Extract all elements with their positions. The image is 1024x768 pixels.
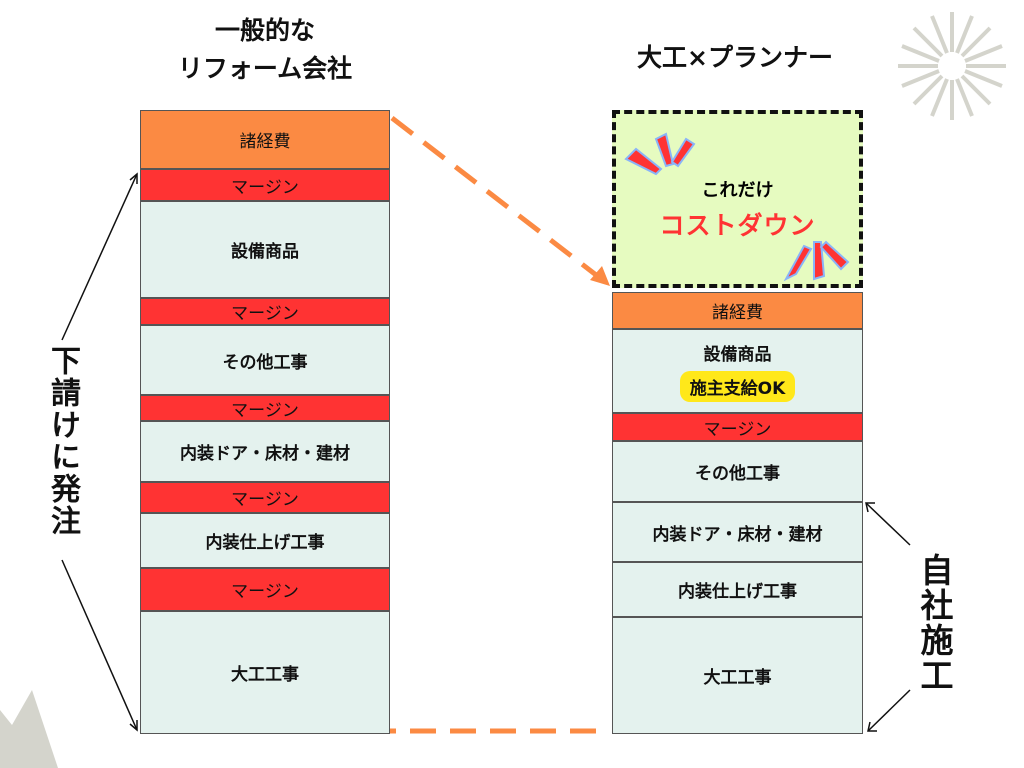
right-block-equipment: 設備商品 施主支給OK <box>612 329 863 413</box>
in-house-label: 自社施工 <box>915 553 954 693</box>
sunburst-decoration <box>898 12 1006 120</box>
right-block-other-work: その他工事 <box>612 441 863 502</box>
right-block-expenses: 諸経費 <box>612 292 863 329</box>
right-block-interior-finish: 内装仕上げ工事 <box>612 562 863 617</box>
right-block-interior-materials: 内装ドア・床材・建材 <box>612 502 863 562</box>
left-block-other-work: その他工事 <box>140 325 390 395</box>
left-block-margin: マージン <box>140 169 390 201</box>
callout-line1: これだけ <box>701 180 774 201</box>
left-title-line2: リフォーム会社 <box>177 54 353 83</box>
left-title-line1: 一般的な <box>214 16 315 45</box>
callout-line2: コストダウン <box>659 211 816 240</box>
right-arrows <box>865 502 911 732</box>
left-block-carpentry: 大工工事 <box>140 611 390 734</box>
right-block-margin: マージン <box>612 413 863 441</box>
left-title: 一般的な リフォーム会社 <box>140 12 390 88</box>
mountain-decoration <box>0 690 58 768</box>
left-block-interior-finish: 内装仕上げ工事 <box>140 513 390 568</box>
owner-supply-badge: 施主支給OK <box>679 371 796 402</box>
left-block-expenses: 諸経費 <box>140 110 390 169</box>
equipment-label: 設備商品 <box>703 345 772 365</box>
orange-dashed-arrow <box>390 116 602 280</box>
left-arrows <box>61 172 138 732</box>
left-block-interior-materials: 内装ドア・床材・建材 <box>140 421 390 482</box>
burst-icon <box>624 132 850 282</box>
left-block-margin: マージン <box>140 298 390 325</box>
left-block-margin: マージン <box>140 568 390 611</box>
left-block-margin: マージン <box>140 395 390 421</box>
cost-down-callout: これだけ コストダウン <box>612 110 863 288</box>
left-block-margin: マージン <box>140 482 390 513</box>
right-block-carpentry: 大工工事 <box>612 617 863 734</box>
left-block-equipment: 設備商品 <box>140 201 390 298</box>
right-title: 大工×プランナー <box>637 43 833 72</box>
subcontract-label: 下請けに発注 <box>45 345 80 537</box>
